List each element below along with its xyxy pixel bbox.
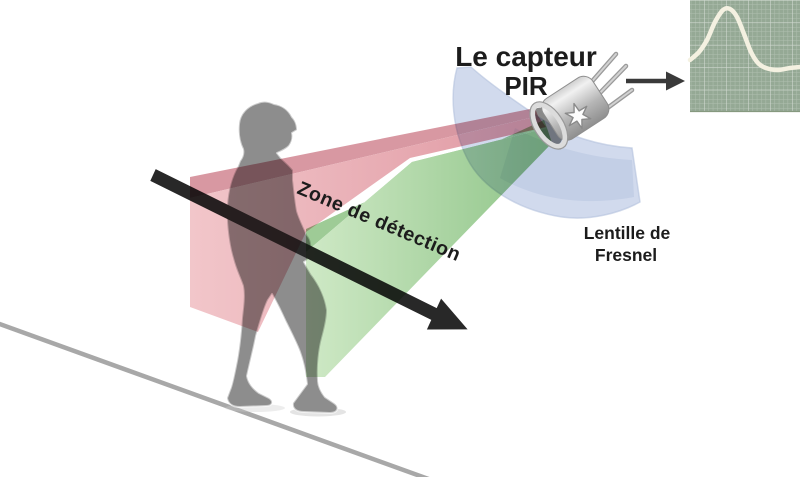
red-beam-front-face xyxy=(190,116,546,332)
signal-pulse-curve xyxy=(687,5,800,73)
sensor-title-line2: PIR xyxy=(504,71,548,101)
sensor-front-rim-edge xyxy=(529,101,569,150)
sensor-front-rim xyxy=(529,101,569,150)
red-beam-top-face xyxy=(190,108,538,198)
output-arrow xyxy=(626,71,685,91)
ground-line xyxy=(0,321,430,477)
sensor-title-line1: Le capteur xyxy=(455,41,597,72)
output-arrow-head xyxy=(666,71,685,91)
fresnel-lens-inner-sheet xyxy=(500,128,634,202)
pir-sensor xyxy=(529,51,635,150)
sensor-pin-2-highlight xyxy=(595,65,627,98)
star-icon xyxy=(564,102,592,130)
green-beam-front-face xyxy=(306,128,552,377)
fresnel-lens-label-line1: Lentille de xyxy=(584,223,671,243)
red-detection-beam xyxy=(190,108,546,332)
fresnel-lens-label-line2: Fresnel xyxy=(595,245,657,265)
sensor-output-chart xyxy=(687,0,800,113)
chart-grid-major xyxy=(690,0,800,112)
